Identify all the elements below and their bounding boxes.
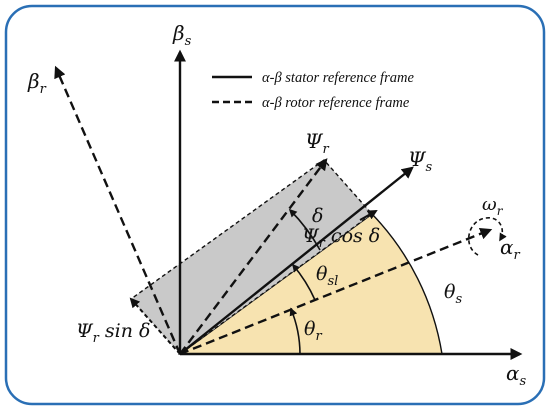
legend-solid-label: α-β stator reference frame	[262, 70, 414, 86]
legend-dashed-label: α-β rotor reference frame	[262, 95, 410, 111]
psi-r-label: Ψr	[305, 129, 330, 157]
psi-s-vector	[179, 166, 414, 355]
theta-s-sector	[177, 213, 443, 355]
psi-r-sin-label: Ψr sin δ	[76, 320, 150, 346]
delta-label: δ	[312, 205, 323, 227]
alpha-s-label: αs	[506, 361, 527, 389]
alpha-r-label: αr	[500, 235, 521, 263]
psi-r-cos-label: Ψr cos δ	[302, 225, 380, 251]
omega-r-label: ωr	[482, 194, 504, 218]
omega-r-arc	[467, 217, 507, 256]
theta-r-arc	[289, 307, 301, 355]
theta-sl-arc	[291, 263, 316, 301]
theta-s-label: θs	[444, 281, 462, 307]
psi-r-vector	[179, 158, 328, 355]
beta-s-label: βs	[172, 21, 192, 49]
psi-r-cos-projection	[359, 210, 378, 221]
theta-sl-label: θsl	[316, 263, 338, 289]
delta-arc	[288, 208, 321, 251]
beta-r-axis	[54, 65, 182, 355]
beta-r-label: βr	[27, 69, 47, 97]
psi-s-label: Ψs	[408, 147, 433, 175]
psi-r-sin-projection	[129, 297, 181, 355]
theta-r-label: θr	[304, 318, 322, 344]
